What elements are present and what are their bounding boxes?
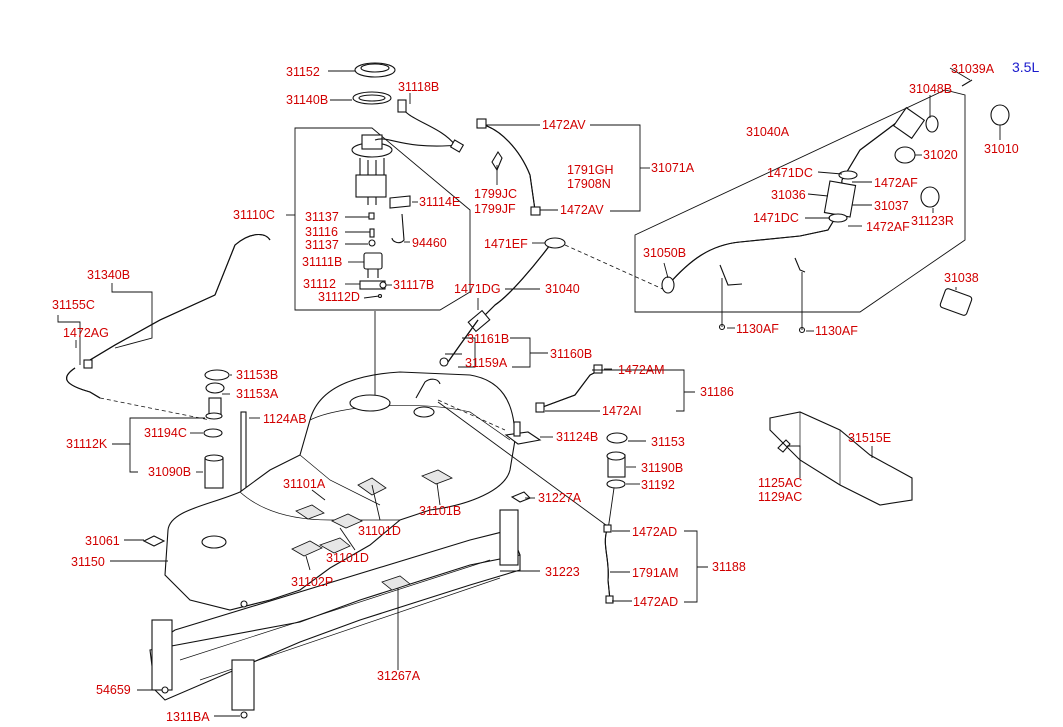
label-31101D-b: 31101D (326, 551, 369, 565)
label-1472AV-top: 1472AV (542, 118, 586, 132)
label-1472AD-top: 1472AD (632, 525, 677, 539)
label-31114E: 31114E (419, 195, 460, 209)
label-31192: 31192 (641, 478, 675, 492)
label-31038: 31038 (944, 271, 979, 285)
label-31116: 31116 (305, 225, 338, 239)
label-31194C: 31194C (144, 426, 187, 440)
label-1471DC-b: 1471DC (753, 211, 799, 225)
label-1471DC-a: 1471DC (767, 166, 813, 180)
label-31036: 31036 (771, 188, 806, 202)
label-1791AM: 1791AM (632, 566, 679, 580)
grommet-part (204, 369, 230, 381)
pump-module-box (294, 127, 471, 311)
label-31050B: 31050B (643, 246, 686, 260)
label-31110C: 31110C (233, 208, 275, 222)
label-31040A: 31040A (746, 125, 790, 139)
label-31190B: 31190B (641, 461, 683, 475)
label-31186: 31186 (700, 385, 734, 399)
label-31161B: 31161B (467, 332, 509, 346)
label-1799JF: 1799JF (474, 202, 516, 216)
label-31071A: 31071A (651, 161, 695, 175)
label-1472AV-bottom: 1472AV (560, 203, 604, 217)
label-31061: 31061 (85, 534, 120, 548)
label-31117B: 31117B (393, 278, 434, 292)
label-1129AC: 1129AC (758, 490, 802, 504)
label-31101B: 31101B (419, 504, 461, 518)
cap-part (606, 432, 628, 444)
label-31159A: 31159A (465, 356, 508, 370)
label-1791GH: 1791GH (567, 163, 614, 177)
label-31160B: 31160B (550, 347, 592, 361)
pump-body-part (355, 174, 387, 198)
label-31152: 31152 (286, 65, 320, 79)
label-31111B: 31111B (302, 255, 342, 269)
label-1130AF-b: 1130AF (815, 324, 858, 338)
label-1311BA: 1311BA (166, 710, 210, 724)
label-1471EF: 1471EF (484, 237, 528, 251)
label-31227A: 31227A (538, 491, 582, 505)
label-31112K: 31112K (66, 437, 108, 451)
label-54659: 54659 (96, 683, 131, 697)
label-31010: 31010 (984, 142, 1019, 156)
variant-tag: 3.5L (1012, 59, 1039, 75)
pump-opening (349, 394, 391, 412)
label-31118B: 31118B (398, 80, 439, 94)
label-31090B: 31090B (148, 465, 191, 479)
pump-filter-part (363, 252, 383, 270)
label-31040: 31040 (545, 282, 580, 296)
label-31223: 31223 (545, 565, 580, 579)
label-1130AF-a: 1130AF (736, 322, 779, 336)
label-31101D-a: 31101D (358, 524, 401, 538)
filler-neck-head-part (892, 106, 926, 140)
label-31188: 31188 (712, 560, 746, 574)
label-31048B: 31048B (909, 82, 952, 96)
label-1125AC: 1125AC (758, 476, 802, 490)
fuel-tank-part (164, 371, 516, 611)
label-31137-b: 31137 (305, 238, 339, 252)
label-1472AM: 1472AM (618, 363, 665, 377)
label-31037: 31037 (874, 199, 909, 213)
label-31153A: 31153A (236, 387, 279, 401)
label-31515E: 31515E (848, 431, 891, 445)
label-31112D: 31112D (318, 290, 360, 304)
label-31150: 31150 (71, 555, 105, 569)
label-1471DG: 1471DG (454, 282, 501, 296)
part-drawings (66, 62, 1010, 719)
label-31153B: 31153B (236, 368, 278, 382)
label-1472AF-a: 1472AF (874, 176, 918, 190)
label-1472AD-bottom: 1472AD (633, 595, 678, 609)
label-31267A: 31267A (377, 669, 421, 683)
label-1472AF-b: 1472AF (866, 220, 910, 234)
label-1472AG: 1472AG (63, 326, 109, 340)
label-17908N: 17908N (567, 177, 611, 191)
label-31340B: 31340B (87, 268, 130, 282)
label-1472AI: 1472AI (602, 404, 642, 418)
label-31101A: 31101A (283, 477, 326, 491)
fuel-filter-part (204, 457, 224, 489)
label-31137-a: 31137 (305, 210, 339, 224)
label-31124B: 31124B (556, 430, 598, 444)
label-31039A: 31039A (951, 62, 995, 76)
label-94460: 94460 (412, 236, 447, 250)
label-31020: 31020 (923, 148, 958, 162)
heat-shield-part (769, 411, 913, 506)
label-1799JC: 1799JC (474, 187, 517, 201)
label-1124AB: 1124AB (263, 412, 307, 426)
label-31123R: 31123R (911, 214, 954, 228)
filler-neck-box (634, 89, 966, 313)
label-31112: 31112 (303, 277, 336, 291)
lock-ring-part (354, 62, 396, 78)
label-31153: 31153 (651, 435, 685, 449)
label-31102P: 31102P (291, 575, 333, 589)
label-31140B: 31140B (286, 93, 328, 107)
leader-lines (57, 67, 1001, 717)
part-labels: 3.5L 31152 31140B 31118B 31110C 31137 31… (52, 59, 1039, 724)
label-31155C: 31155C (52, 298, 95, 312)
fuel-cap-part (990, 104, 1010, 126)
gasket-part (352, 91, 392, 105)
